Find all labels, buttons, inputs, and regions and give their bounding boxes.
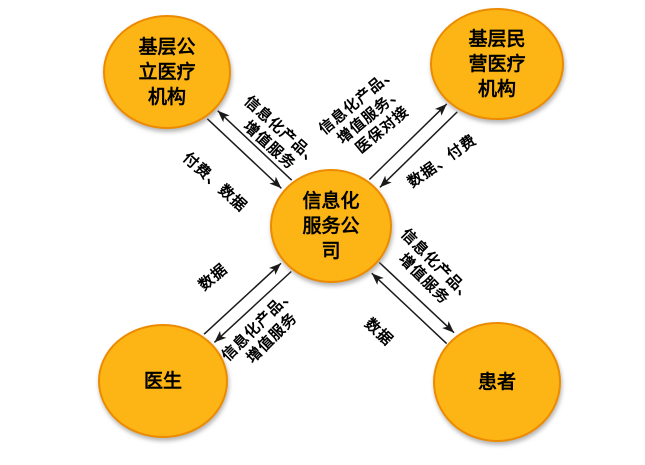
- node-label-public-hospital: 基层公立医疗机构: [137, 35, 195, 108]
- node-circle-patient: [433, 322, 561, 442]
- edge-label-patient-services: 信息化产品、增值服务: [384, 225, 478, 319]
- node-circle-public-hospital: [103, 15, 231, 129]
- node-circle-private-hospital: [430, 8, 564, 120]
- arrow-patient-to-it-company: [371, 272, 448, 345]
- arrow-it-company-to-patient: [378, 261, 455, 334]
- node-it-company: 信息化服务公司: [270, 169, 392, 283]
- node-label-patient: 患者: [478, 370, 516, 393]
- node-label-doctor: 医生: [144, 369, 182, 392]
- edge-label-doctor-data: 数据: [195, 259, 231, 293]
- arrow-it-company-to-public-hospital: [217, 110, 293, 181]
- node-label-private-hospital: 基层民营医疗机构: [467, 27, 525, 100]
- edge-label-doctor-services: 信息化产品、增值服务: [218, 284, 312, 378]
- node-circle-doctor: [98, 324, 228, 438]
- node-label-it-company: 信息化服务公司: [302, 189, 359, 262]
- edge-label-private-services: 信息化产品、增值服务、医保对接: [315, 62, 425, 167]
- node-patient: 患者: [433, 322, 561, 442]
- node-public-hospital: 基层公立医疗机构: [103, 15, 231, 129]
- edge-label-public-services: 信息化产品、增值服务: [228, 92, 324, 184]
- arrow-doctor-to-it-company: [203, 262, 282, 335]
- arrow-it-company-to-private-hospital: [368, 103, 448, 181]
- edge-label-private-payment: 数据、付费: [404, 130, 480, 191]
- arrow-public-hospital-to-it-company: [206, 118, 282, 189]
- node-doctor: 医生: [98, 324, 228, 438]
- edge-label-public-payment: 付费、数据: [180, 148, 252, 215]
- edges-layer: [203, 103, 458, 345]
- arrow-it-company-to-doctor: [213, 270, 292, 343]
- arrow-private-hospital-to-it-company: [379, 111, 458, 188]
- node-private-hospital: 基层民营医疗机构: [430, 8, 564, 120]
- edge-label-patient-data: 数据: [361, 314, 397, 349]
- node-circle-it-company: [270, 169, 392, 283]
